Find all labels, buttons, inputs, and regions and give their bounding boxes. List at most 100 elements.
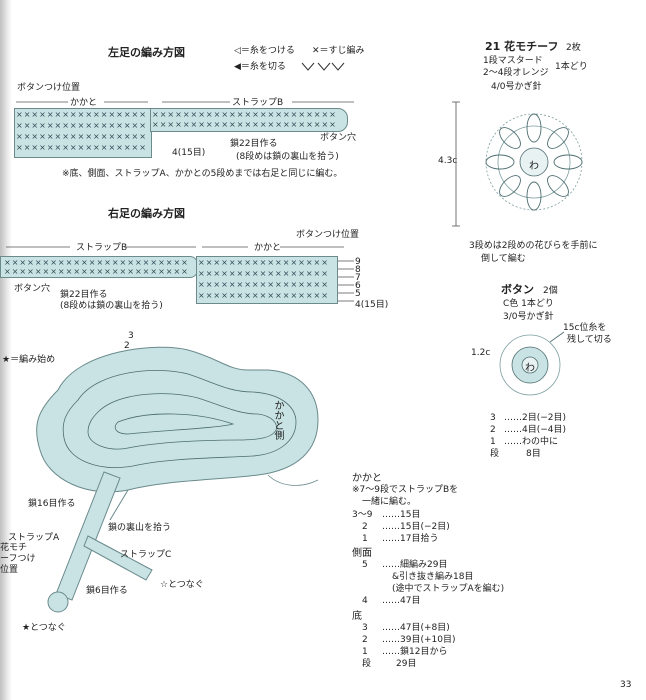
side-row-text: ……細編み29目 — [382, 560, 448, 570]
bottom-row-num: 段 — [362, 659, 372, 669]
page-gutter-shadow — [0, 0, 12, 700]
left-dimension-lines — [16, 101, 354, 103]
legend-attach: ◁＝糸をつける — [234, 46, 295, 56]
side-title: 側面 — [352, 548, 372, 559]
button-row-num: 2 — [490, 425, 496, 435]
flower-size-bracket — [452, 101, 460, 227]
button-row-text: ……2目(−2目) — [504, 413, 567, 423]
left-button-pos-label: ボタンつけ位置 — [17, 83, 81, 93]
legend-cut: ◀＝糸を切る — [234, 62, 286, 72]
bottom-row-text: ……39目(+10目) — [382, 635, 456, 645]
flower-note1: 3段めは2段めの花びらを手前に — [469, 241, 598, 251]
page-number: 33 — [620, 680, 632, 690]
right-button-pos-label: ボタンつけ位置 — [296, 230, 360, 240]
right-chain22-note: (8段めは鎖の裏山を拾う) — [60, 301, 163, 311]
row-6: 6 — [355, 281, 361, 291]
start-mark-legend: ★＝編み始め — [2, 355, 56, 365]
join-a-label: ★とつなぐ — [22, 623, 66, 633]
button-row-num: 3 — [490, 413, 496, 423]
heel-row-text: ……15目 — [382, 510, 421, 520]
heel-row-text: ……17目拾う — [382, 534, 439, 544]
left-chart-title: 左足の編み方図 — [108, 46, 185, 59]
strap-a-label: ストラップA — [8, 533, 60, 543]
right-heel-panel — [196, 256, 338, 304]
flower-size: 4.3c — [438, 156, 458, 166]
left-row4-label: 4(15目) — [172, 148, 206, 158]
left-chain22-label: 鎖22目作る — [230, 139, 278, 149]
strap-c-label: ストラップC — [120, 550, 172, 560]
button-hook: 3/0号かぎ針 — [503, 312, 554, 322]
button-size: 1.2c — [471, 348, 491, 358]
row-5: 5 — [355, 289, 361, 299]
chain6-label: 鎖6目作る — [86, 586, 128, 596]
strap-a-shape — [47, 471, 153, 613]
left-heel-label: かかと — [70, 98, 98, 108]
button-count: 2個 — [543, 286, 558, 296]
side-row-num: 4 — [362, 596, 368, 606]
row-arrows — [338, 260, 354, 302]
left-note: ※底、側面、ストラップA、かかとの5段めまでは右足と同じに編む。 — [62, 169, 343, 179]
flower-center: わ — [529, 161, 539, 172]
table: かかと ※7〜9段でストラップBを 一緒に編む。 3〜9 ……15目 2 ……15目… — [352, 469, 505, 669]
button-row-num: 1 — [490, 437, 496, 447]
flower-strand: 1本どり — [555, 62, 588, 72]
heel-title: かかと — [352, 473, 382, 484]
right-dimension-lines — [6, 246, 344, 248]
sole-chart — [36, 346, 319, 520]
flower-motif-diagram — [485, 113, 583, 211]
side-row-text: (途中でストラップAを編む) — [392, 584, 505, 594]
bottom-row-text: 29目 — [396, 659, 417, 669]
flower-line1: 1段マスタード — [483, 56, 543, 66]
flower-count: 2枚 — [566, 43, 581, 53]
button-diagram — [499, 331, 565, 396]
left-heel-stitch-grid: ××××××××××××××××× ××××××××××××××××× ××××… — [16, 110, 147, 152]
right-strap-stitch-grid: ×××××××××××××××××××××××× ×××××××××××××××… — [4, 258, 189, 276]
bottom-row-text: ……47目(+8目) — [382, 623, 450, 633]
left-chain22-note: (8段めは鎖の裏山を拾う) — [236, 152, 339, 162]
flower-hook: 4/0号かぎ針 — [491, 82, 542, 92]
right-chain22-label: 鎖22目作る — [60, 290, 108, 300]
heel-note1: ※7〜9段でストラップBを — [352, 485, 459, 495]
right-strap-b-label: ストラップB — [76, 243, 128, 253]
flower-title: 21 花モチーフ — [485, 40, 559, 53]
row-9: 9 — [355, 257, 361, 267]
bottom-title: 底 — [352, 611, 362, 622]
left-button-hole-label: ボタン穴 — [320, 133, 357, 143]
right-button-hole-label: ボタン穴 — [14, 284, 51, 294]
bottom-row-text: ……鎖12目から — [382, 647, 448, 657]
left-strap-b-label: ストラップB — [232, 98, 284, 108]
bottom-row-num: 1 — [362, 647, 368, 657]
row-4: 4(15目) — [355, 300, 389, 310]
flower-pos-label: 花モチーフつけ位置 — [0, 543, 36, 575]
heel-side-label: かかと側 — [272, 400, 283, 440]
row-7: 7 — [355, 273, 361, 283]
row-2: 2 — [124, 341, 130, 351]
button-row-num: 段 — [490, 449, 500, 459]
heel-row-num: 1 — [362, 534, 368, 544]
button-center: わ — [525, 363, 535, 374]
button-row-text: ……わの中に — [504, 437, 559, 447]
side-row-num: 5 — [362, 560, 368, 570]
heel-note2: 一緒に編む。 — [362, 497, 417, 507]
right-heel-stitch-grid: ××××××××××××××××× ××××××××××××××××× ××××… — [198, 258, 329, 300]
flower-line2: 2〜4段オレンジ — [483, 68, 549, 78]
right-chart-title: 右足の編み方図 — [108, 207, 185, 220]
button-leave: 15c位糸を — [563, 323, 607, 333]
button-row-text: ……4目(−4目) — [504, 425, 567, 435]
bottom-row-num: 2 — [362, 635, 368, 645]
legend-single-crochet: ✕＝すじ編み — [312, 46, 365, 56]
flower-note2: 倒して編む — [481, 254, 526, 264]
chain16-label: 鎖16目作る — [28, 499, 76, 509]
legend-symbol-icon — [301, 62, 345, 71]
left-strap-stitch-grid: ×××××××××××××××××××××××× ×××××××××××××××… — [152, 110, 337, 129]
left-strap-panel — [150, 108, 348, 132]
join-c-label: ☆とつなぐ — [160, 580, 204, 590]
button-leave2: 残して切る — [567, 335, 612, 345]
heel-row-text: ……15目(−2目) — [382, 522, 450, 532]
row-3: 3 — [128, 331, 134, 341]
button-title: ボタン — [501, 283, 534, 296]
row-8: 8 — [355, 265, 361, 275]
heel-row-num: 3〜9 — [352, 510, 373, 520]
chain-back-label: 鎖の裏山を拾う — [108, 523, 172, 533]
